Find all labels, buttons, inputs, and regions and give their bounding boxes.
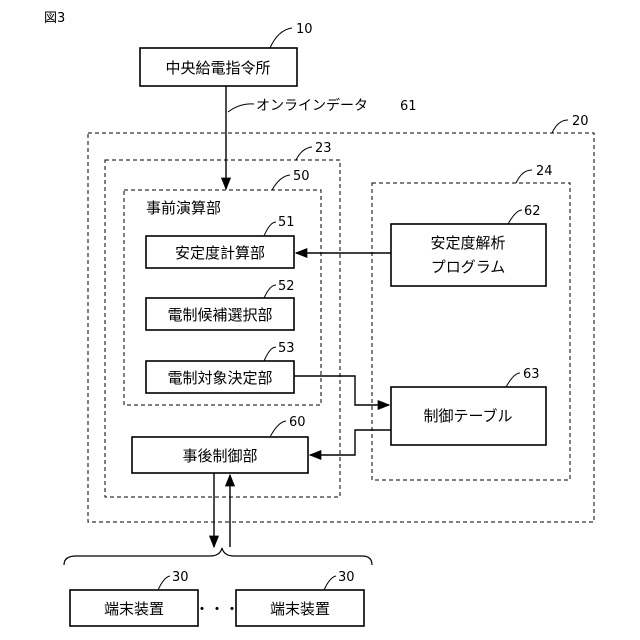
ref-leader-24 (516, 170, 532, 183)
ref-leader-53 (264, 347, 276, 361)
terminal-label-2: 端末装置 (270, 600, 330, 618)
ref-30-a: 30 (172, 570, 189, 585)
figure-label: 図3 (44, 11, 65, 26)
online-data-label: オンラインデータ (256, 97, 368, 114)
ref-23: 23 (315, 141, 332, 156)
ref-30-b: 30 (338, 570, 355, 585)
ref-leader-63 (506, 373, 520, 387)
ref-60: 60 (289, 415, 306, 430)
control-table-label: 制御テーブル (423, 407, 512, 425)
ref-leader-62 (508, 210, 522, 224)
ref-53: 53 (278, 341, 295, 356)
table-to-postcontrol-arrow (310, 430, 391, 455)
ref-10: 10 (296, 22, 313, 37)
pre-calc-label: 事前演算部 (146, 199, 221, 217)
ref-leader-10 (270, 28, 292, 48)
online-data-leader (228, 104, 254, 112)
ref-20: 20 (572, 114, 589, 129)
stability-calc-label: 安定度計算部 (175, 244, 265, 262)
ref-24: 24 (536, 164, 553, 179)
ref-leader-23 (296, 147, 312, 160)
ref-50: 50 (293, 169, 310, 184)
ref-63: 63 (523, 367, 540, 382)
ref-leader-52 (264, 285, 276, 298)
ref-leader-30-a (158, 576, 170, 590)
candidate-select-label: 電制候補選択部 (167, 306, 272, 324)
ref-leader-30-b (324, 576, 336, 590)
ref-leader-50 (272, 175, 290, 190)
terminal-group-brace (64, 548, 372, 565)
target-decide-label: 電制対象決定部 (167, 369, 272, 387)
ref-leader-51 (264, 222, 276, 236)
analysis-program-label-2: プログラム (431, 258, 506, 276)
terminal-label-1: 端末装置 (104, 600, 164, 618)
ref-52: 52 (278, 279, 295, 294)
ref-leader-20 (552, 120, 568, 133)
ref-62: 62 (524, 204, 541, 219)
ref-61: 61 (400, 99, 417, 114)
analysis-program-label-1: 安定度解析 (430, 234, 505, 252)
target-to-table-arrow (294, 376, 389, 405)
terminal-ellipsis: ・・・ (194, 600, 239, 618)
post-control-label: 事後制御部 (182, 447, 257, 465)
ref-leader-60 (270, 421, 286, 437)
ref-51: 51 (278, 215, 295, 230)
central-dispatch-label: 中央給電指令所 (165, 59, 270, 77)
